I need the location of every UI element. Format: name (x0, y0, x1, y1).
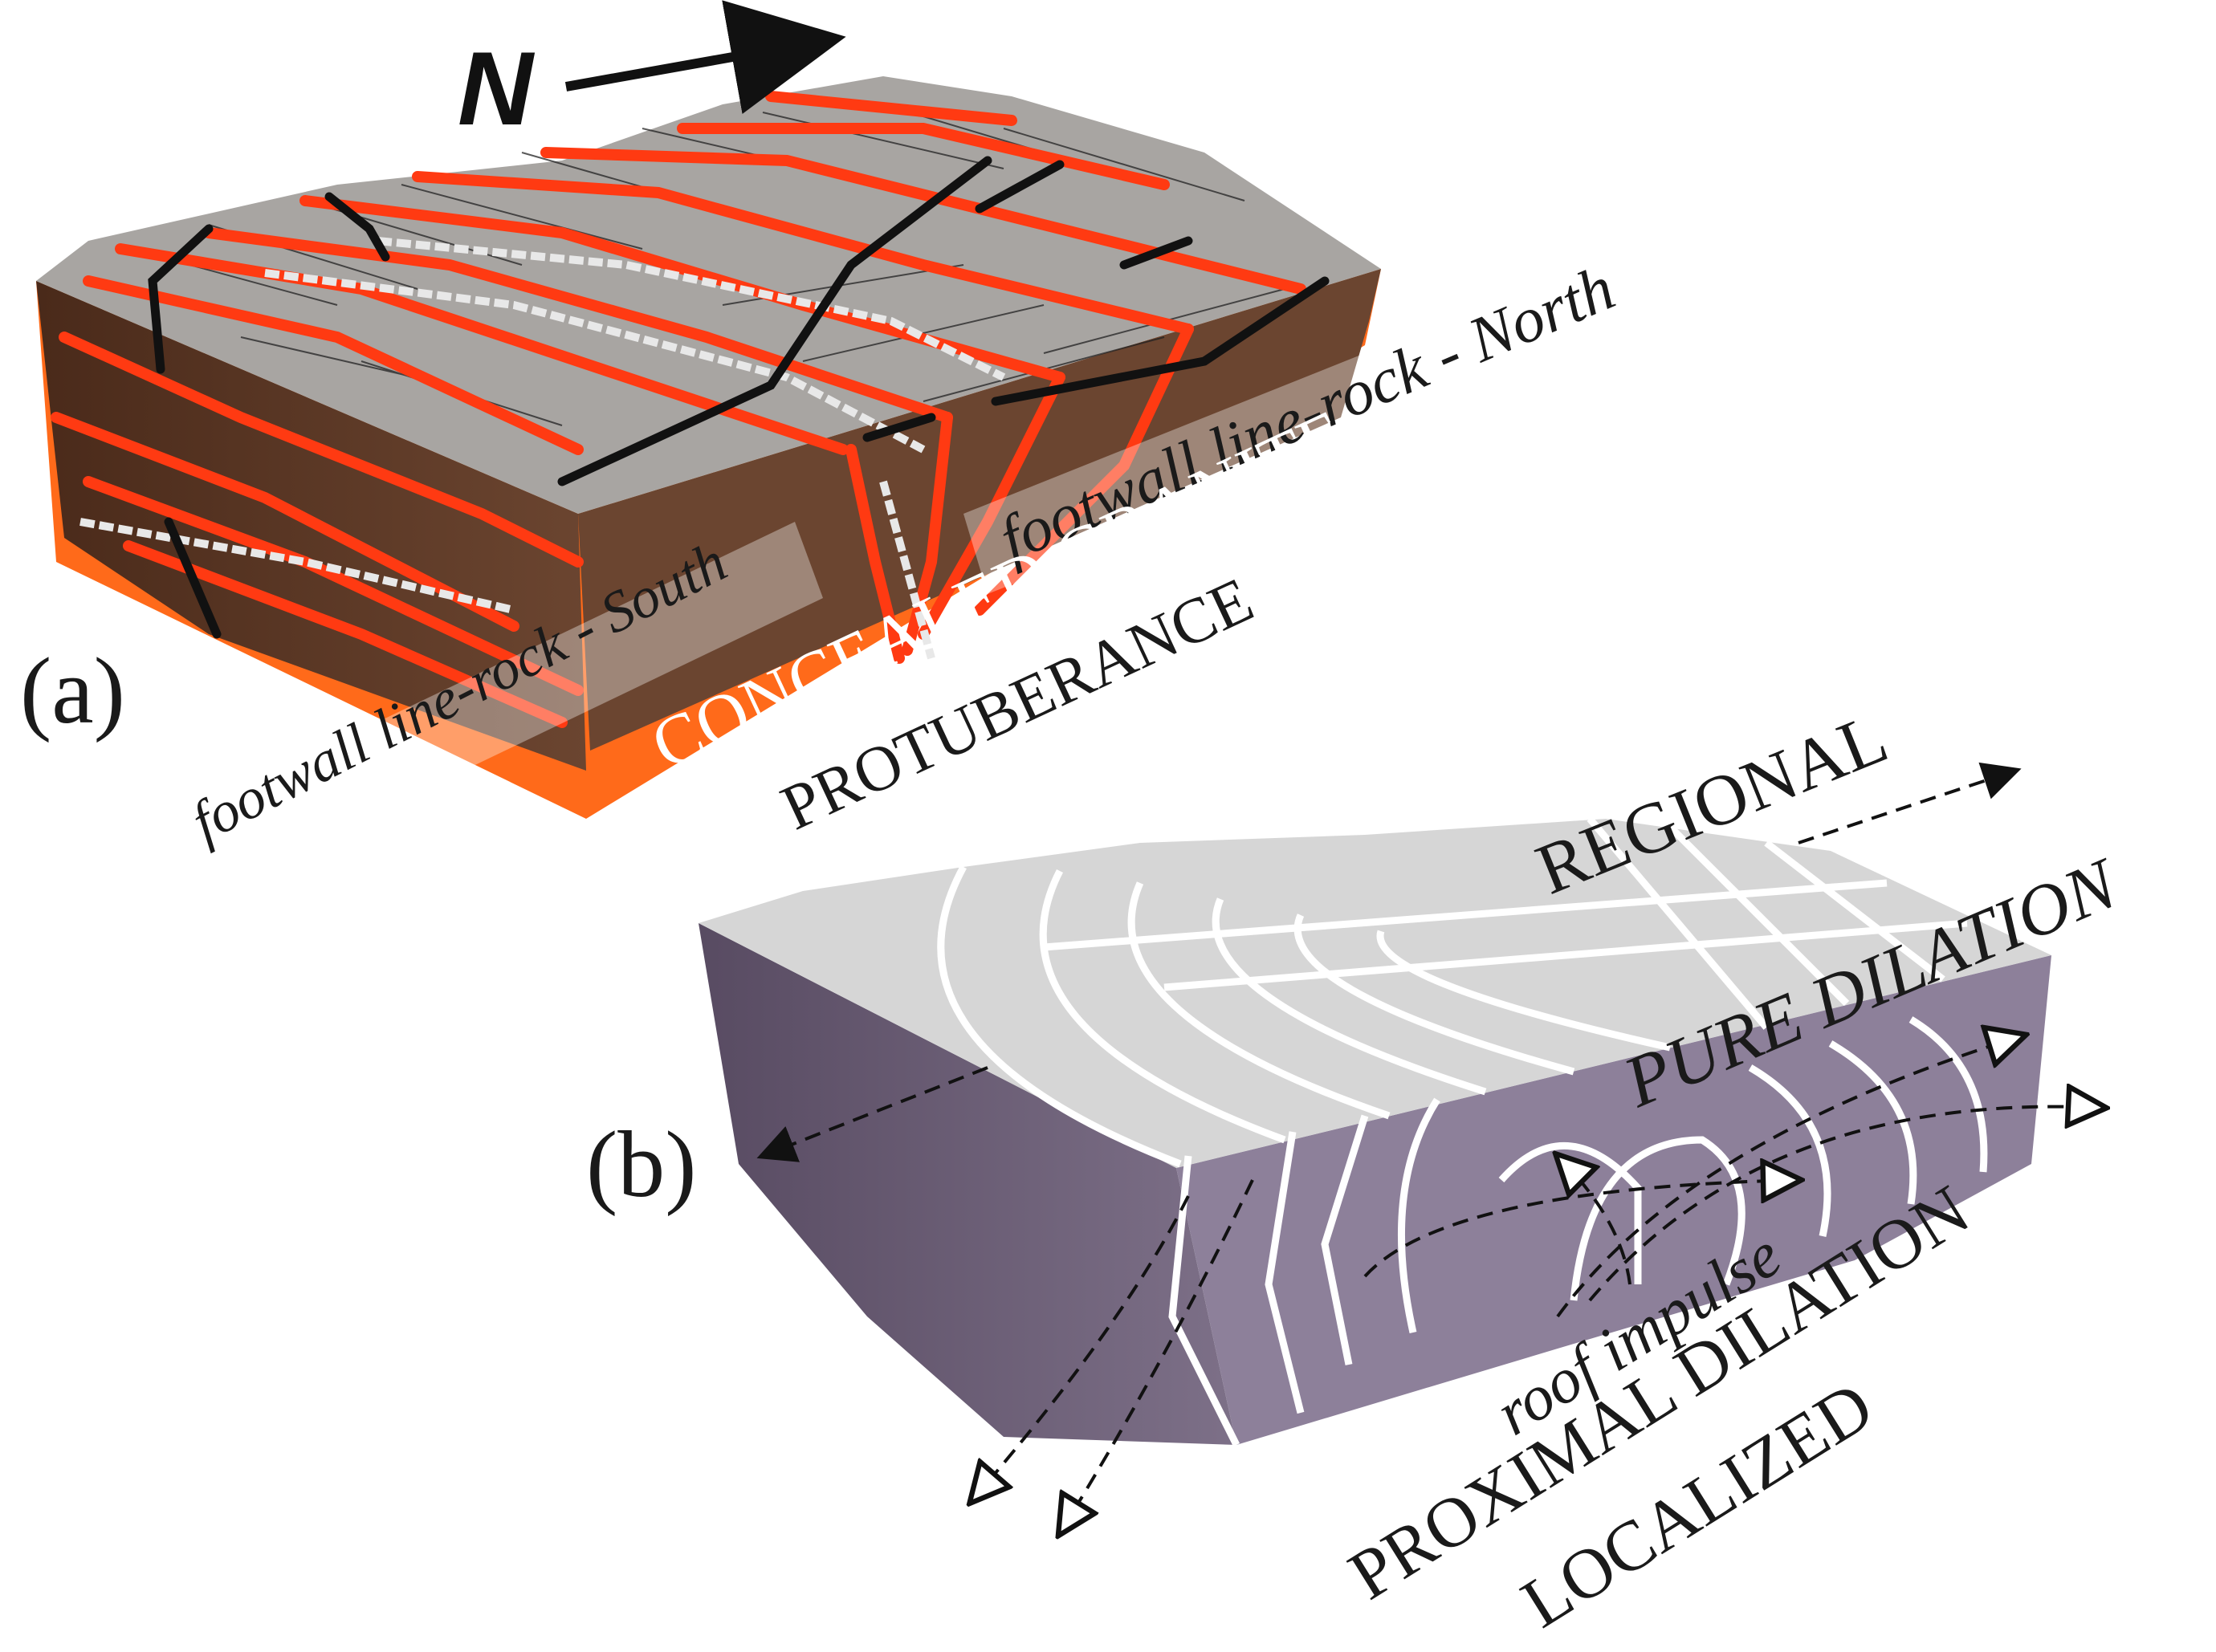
front-face-a (578, 269, 1381, 751)
north-arrow: N (458, 0, 846, 147)
panel-b-label: (b) (586, 1112, 697, 1217)
top-surface-a (36, 76, 1381, 514)
north-arrow-line (564, 0, 846, 114)
top-surface-b (699, 819, 2051, 1168)
block-diagram-a (36, 76, 1638, 887)
north-label: N (458, 30, 536, 147)
footwall-band-north (963, 257, 1638, 594)
quartz-veins-a (79, 237, 1006, 660)
block-diagram-b (699, 762, 2104, 1533)
stress-arrows-b (756, 762, 2104, 1533)
front-face-b (1176, 955, 2051, 1445)
left-face-b (699, 923, 1236, 1445)
front-arcs-b (1168, 1016, 1988, 1447)
footwall-band-south (193, 522, 823, 887)
panel-a-label: (a) (20, 638, 125, 743)
faults-a (148, 156, 1330, 639)
fracture-arcs-b (937, 816, 1968, 1168)
